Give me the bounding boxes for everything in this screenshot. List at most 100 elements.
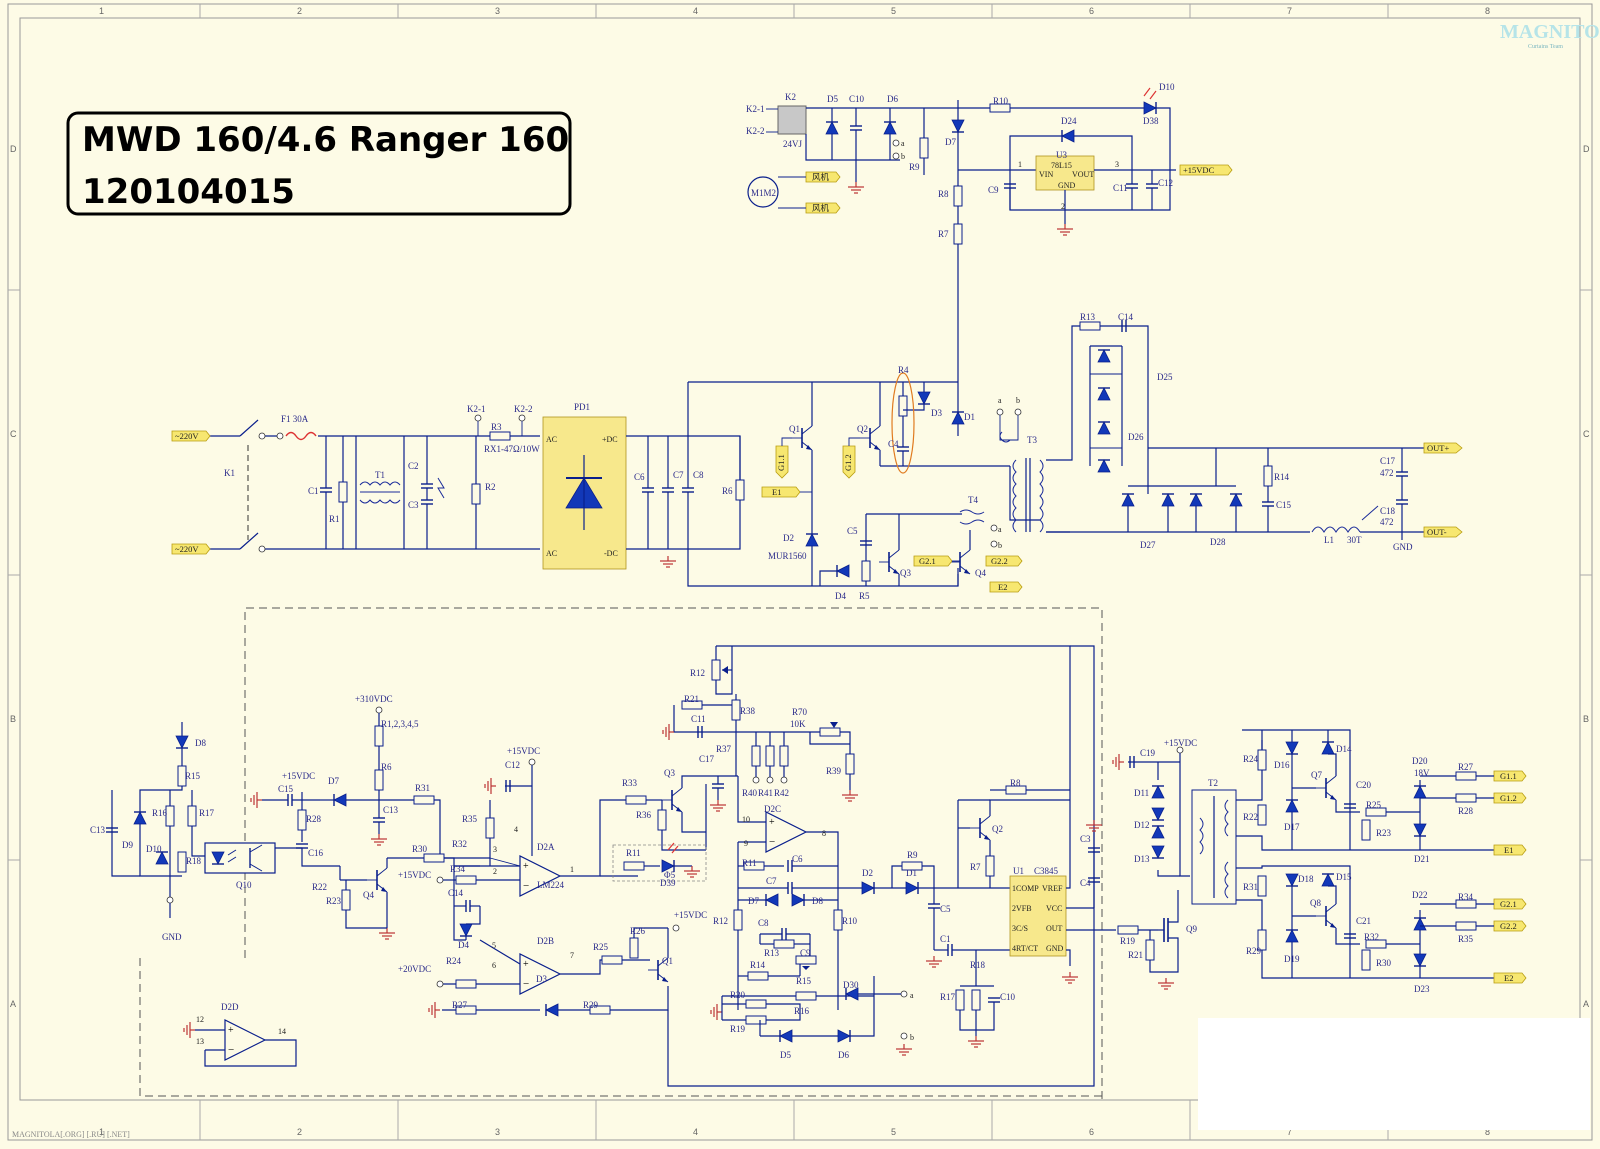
svg-text:C3845: C3845 [1034, 866, 1059, 876]
svg-text:2: 2 [297, 1127, 302, 1137]
svg-text:C9: C9 [800, 948, 811, 958]
svg-text:R35: R35 [1458, 934, 1474, 944]
svg-text:Q10: Q10 [236, 880, 252, 890]
svg-text:R15: R15 [796, 976, 812, 986]
svg-text:GND: GND [1393, 542, 1413, 552]
svg-text:R1,2,3,4,5: R1,2,3,4,5 [381, 719, 419, 729]
svg-text:LM224: LM224 [537, 880, 565, 890]
svg-text:C12: C12 [505, 760, 520, 770]
svg-text:GND: GND [1058, 181, 1076, 190]
svg-text:5: 5 [891, 6, 896, 16]
svg-text:R27: R27 [452, 1000, 468, 1010]
svg-text:R26: R26 [630, 926, 646, 936]
svg-text:R6: R6 [381, 762, 392, 772]
svg-text:C7: C7 [766, 876, 777, 886]
svg-text:D25: D25 [1157, 372, 1173, 382]
svg-text:R31: R31 [1243, 882, 1258, 892]
svg-text:R37: R37 [716, 744, 732, 754]
blank-area [1198, 1018, 1590, 1130]
svg-text:U3: U3 [1056, 150, 1067, 160]
svg-text:C20: C20 [1356, 780, 1372, 790]
svg-text:R19: R19 [1120, 936, 1136, 946]
svg-text:Q4: Q4 [975, 568, 986, 578]
svg-text:K2-1: K2-1 [467, 404, 486, 414]
svg-text:b: b [901, 152, 905, 161]
svg-text:E1: E1 [1504, 845, 1513, 855]
svg-text:D14: D14 [1336, 744, 1352, 754]
svg-text:D2: D2 [783, 533, 794, 543]
title-box: MWD 160/4.6 Ranger 160 120104015 [66, 111, 572, 216]
svg-text:U1: U1 [1013, 866, 1024, 876]
svg-text:G2.2: G2.2 [991, 556, 1008, 566]
svg-text:10K: 10K [790, 719, 806, 729]
svg-text:4RT/CT: 4RT/CT [1012, 944, 1038, 953]
svg-text:D27: D27 [1140, 540, 1156, 550]
svg-text:+15VDC: +15VDC [1183, 165, 1215, 175]
svg-text:K2-2: K2-2 [514, 404, 533, 414]
svg-text:3: 3 [493, 845, 497, 854]
svg-text:C3: C3 [408, 500, 419, 510]
svg-text:E2: E2 [1504, 973, 1513, 983]
watermark-logo: MAGNITOLA Curtains Team [1500, 21, 1600, 50]
svg-text:C15: C15 [1276, 500, 1292, 510]
svg-text:1: 1 [1018, 160, 1022, 169]
svg-text:6: 6 [492, 961, 496, 970]
svg-text:R39: R39 [826, 766, 842, 776]
svg-text:G2.1: G2.1 [919, 556, 936, 566]
svg-text:Q2: Q2 [857, 424, 868, 434]
svg-text:R1: R1 [329, 514, 340, 524]
title-part-number: 120104015 [82, 172, 295, 212]
svg-text:C4: C4 [888, 439, 899, 449]
svg-text:D2: D2 [862, 868, 873, 878]
svg-text:3: 3 [495, 6, 500, 16]
svg-text:+15VDC: +15VDC [1164, 738, 1197, 748]
svg-text:C2: C2 [408, 461, 419, 471]
svg-text:a: a [910, 991, 914, 1000]
svg-text:T1: T1 [375, 470, 385, 480]
svg-text:C6: C6 [634, 472, 645, 482]
svg-text:D10: D10 [146, 844, 162, 854]
svg-text:G1.1: G1.1 [1500, 771, 1517, 781]
svg-text:5: 5 [891, 1127, 896, 1137]
svg-text:G1.2: G1.2 [843, 454, 853, 471]
svg-text:24VJ: 24VJ [783, 139, 802, 149]
svg-text:AC: AC [546, 435, 557, 444]
svg-text:1: 1 [99, 1127, 104, 1137]
svg-text:C18: C18 [1380, 506, 1396, 516]
svg-text:C15: C15 [278, 784, 294, 794]
svg-text:Q8: Q8 [1310, 898, 1321, 908]
svg-text:K2-1: K2-1 [746, 104, 765, 114]
svg-text:OUT+: OUT+ [1427, 443, 1449, 453]
svg-text:R70: R70 [792, 707, 808, 717]
svg-text:D19: D19 [1284, 954, 1300, 964]
svg-text:R29: R29 [583, 1000, 599, 1010]
svg-text:10: 10 [742, 815, 750, 824]
svg-text:D3: D3 [536, 974, 547, 984]
svg-text:VREF: VREF [1042, 884, 1063, 893]
svg-text:C5: C5 [847, 526, 858, 536]
svg-text:D2C: D2C [764, 804, 781, 814]
svg-text:R6: R6 [722, 486, 733, 496]
svg-text:Q1: Q1 [789, 424, 800, 434]
svg-text:VIN: VIN [1039, 170, 1053, 179]
svg-text:D4: D4 [458, 940, 469, 950]
svg-text:8: 8 [822, 829, 826, 838]
svg-text:1COMP: 1COMP [1012, 884, 1039, 893]
svg-text:R22: R22 [312, 882, 327, 892]
svg-text:R8: R8 [938, 189, 949, 199]
svg-text:T2: T2 [1208, 778, 1218, 788]
svg-text:78L15: 78L15 [1051, 161, 1072, 170]
svg-text:D30: D30 [843, 980, 859, 990]
svg-text:C9: C9 [988, 185, 999, 195]
svg-text:12: 12 [196, 1015, 204, 1024]
svg-text:R40: R40 [742, 788, 758, 798]
svg-text:3C/S: 3C/S [1012, 924, 1028, 933]
svg-text:R33: R33 [622, 778, 638, 788]
svg-text:R16: R16 [794, 1006, 810, 1016]
svg-text:D6: D6 [838, 1050, 849, 1060]
svg-text:R11: R11 [626, 848, 641, 858]
svg-text:b: b [998, 541, 1002, 550]
svg-text:2: 2 [297, 6, 302, 16]
svg-text:R3: R3 [491, 422, 502, 432]
svg-text:Q3: Q3 [664, 768, 675, 778]
